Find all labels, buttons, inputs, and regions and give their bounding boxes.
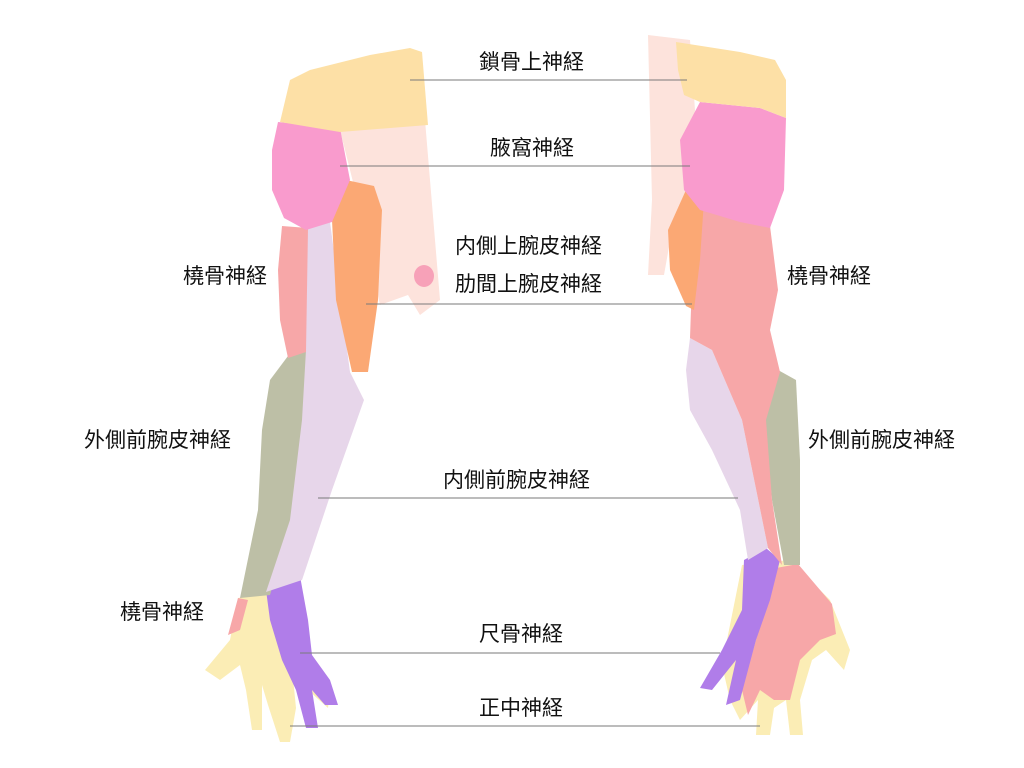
left-upperarm-medial-region	[332, 180, 382, 372]
left-intercostobrachial-spot	[414, 265, 434, 287]
right-forearm-medial-region	[686, 338, 768, 560]
label-median-nerve: 正中神経	[479, 696, 563, 720]
left-trunk-region	[340, 120, 440, 315]
label-medial-antebrachial-nerve: 内側前腕皮神経	[443, 468, 590, 492]
left-upperarm-radial-region	[278, 226, 308, 358]
left-hand-radial-region	[228, 598, 248, 635]
right-upperarm-medial-region	[668, 190, 704, 310]
right-axillary-region	[680, 102, 786, 228]
label-intercostobrachial-nerve: 肋間上腕皮神経	[455, 272, 602, 296]
left-axillary-region	[272, 122, 350, 230]
right-supraclavicular-region	[676, 42, 786, 118]
right-hand-ulnar-region	[700, 548, 780, 705]
left-hand-ulnar-region	[266, 576, 338, 728]
left-forearm-lateral-region	[240, 350, 308, 598]
right-hand-radial-region	[742, 564, 836, 715]
label-ulnar-nerve: 尺骨神経	[479, 622, 563, 646]
left-supraclavicular-region	[280, 48, 428, 132]
right-trunk-region	[648, 35, 695, 275]
left-arm	[205, 48, 440, 742]
right-arm-radial-region	[690, 200, 782, 565]
label-supraclavicular-nerve: 鎖骨上神経	[479, 50, 584, 74]
label-medial-brachial-cutaneous-nerve: 内側上腕皮神経	[455, 234, 602, 258]
right-arm	[648, 35, 850, 735]
label-radial-nerve-hand: 橈骨神経	[120, 600, 204, 624]
label-radial-nerve-right: 橈骨神経	[787, 264, 871, 288]
leader-lines	[290, 79, 760, 727]
label-lateral-antebrachial-nerve-right: 外側前腕皮神経	[808, 428, 955, 452]
right-forearm-lateral-region	[764, 370, 800, 565]
label-radial-nerve-left: 橈骨神経	[183, 264, 267, 288]
label-axillary-nerve: 腋窩神経	[490, 136, 574, 160]
label-lateral-antebrachial-nerve-left: 外側前腕皮神経	[84, 428, 231, 452]
